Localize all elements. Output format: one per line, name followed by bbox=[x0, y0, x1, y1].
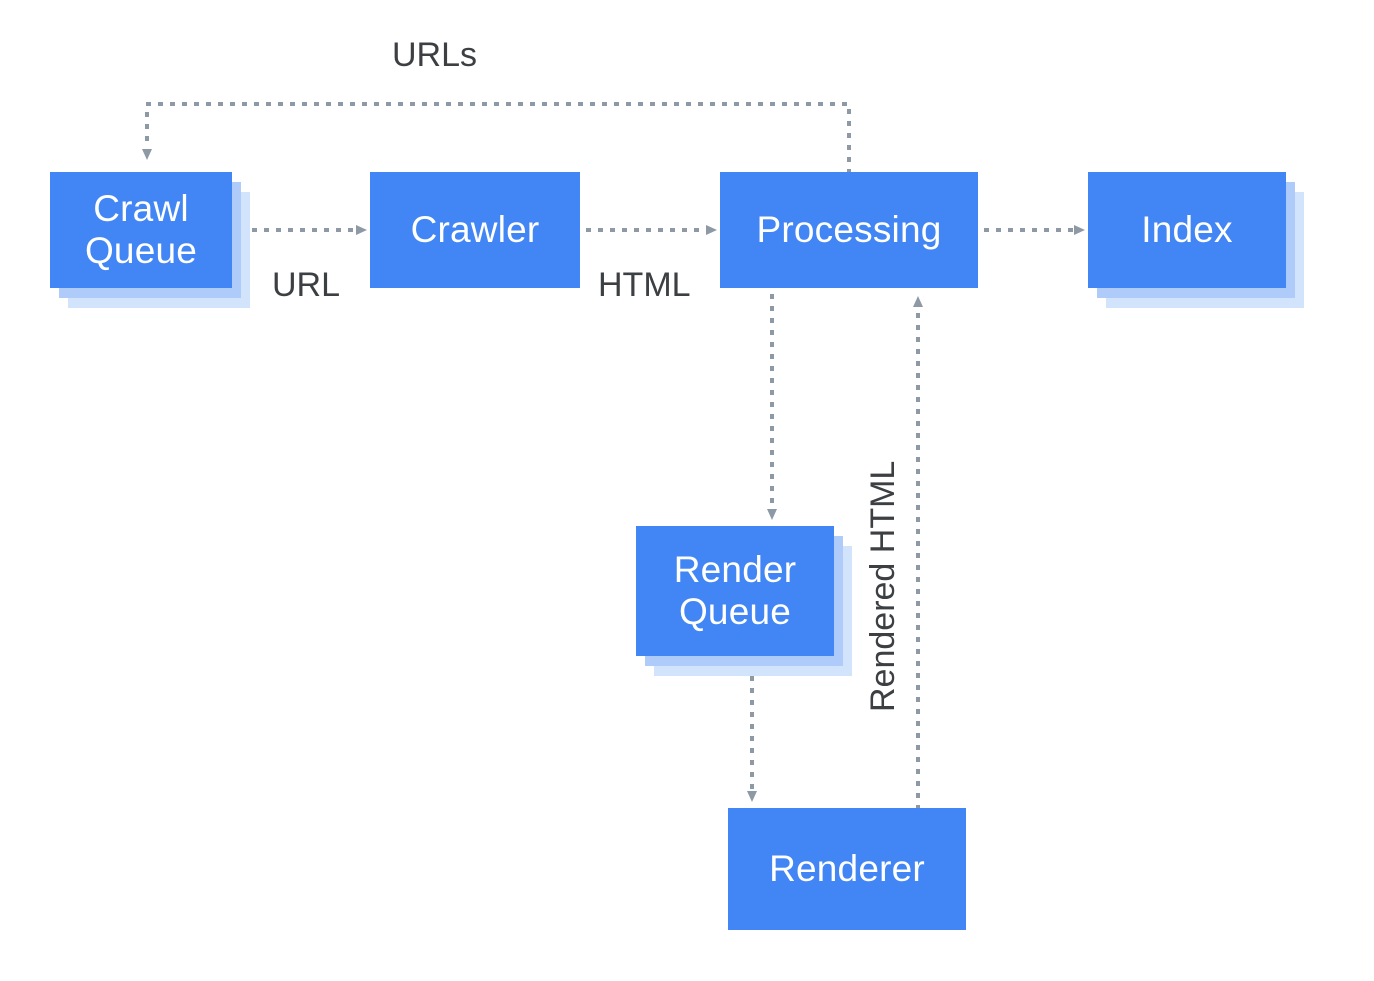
edge-label-url: URL bbox=[272, 266, 341, 304]
node-face: Renderer bbox=[728, 808, 966, 930]
node-label-renderer: Renderer bbox=[769, 848, 925, 890]
node-label-crawler: Crawler bbox=[410, 209, 540, 251]
node-index[interactable]: Index bbox=[1088, 172, 1304, 308]
node-label-processing: Processing bbox=[756, 209, 942, 251]
node-face: Crawl Queue bbox=[50, 172, 232, 288]
edge-urls bbox=[142, 102, 851, 174]
node-renderer[interactable]: Renderer bbox=[728, 808, 966, 930]
node-processing[interactable]: Processing bbox=[720, 172, 978, 288]
edge-label-rendered-html: Rendered HTML bbox=[864, 460, 902, 712]
node-crawl-queue[interactable]: Crawl Queue bbox=[50, 172, 250, 308]
node-face: Render Queue bbox=[636, 526, 834, 656]
node-label-crawl-queue: Crawl Queue bbox=[84, 188, 198, 271]
node-face: Processing bbox=[720, 172, 978, 288]
node-label-render-queue: Render Queue bbox=[673, 549, 797, 632]
edge-label-html: HTML bbox=[598, 266, 691, 304]
node-crawler[interactable]: Crawler bbox=[370, 172, 580, 288]
node-label-index: Index bbox=[1141, 209, 1233, 251]
node-face: Crawler bbox=[370, 172, 580, 288]
node-render-queue[interactable]: Render Queue bbox=[636, 526, 852, 676]
node-face: Index bbox=[1088, 172, 1286, 288]
edge-label-urls: URLs bbox=[392, 36, 478, 74]
